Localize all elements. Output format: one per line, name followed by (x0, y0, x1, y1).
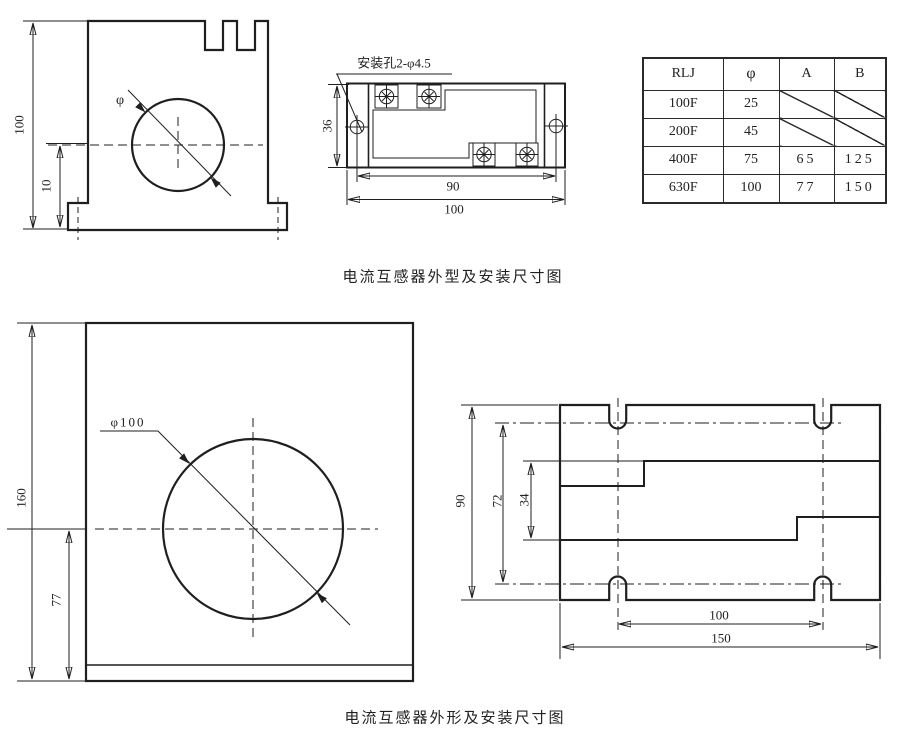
dim-label-f2-window: 34 (516, 493, 532, 507)
dim-label-f1-width: 100 (444, 201, 464, 217)
dim-label-f1-base-offset: 10 (38, 179, 54, 193)
dim-label-f1-height: 100 (11, 115, 27, 135)
table-row: 630F 100 77 150 (642, 173, 887, 204)
figure2-caption: 电流互感器外形及安装尺寸图 (344, 710, 566, 727)
cell-dim-b: 150 (833, 173, 887, 204)
dim-label-f1-hole-spacing: 90 (446, 178, 460, 194)
col-header-a: A (778, 57, 835, 91)
dim-label-f2-width: 150 (711, 630, 731, 646)
figure2-front-view-drawing (7, 321, 415, 683)
spec-table-header-row: RLJ φ A B (642, 57, 887, 91)
cell-dim-a: 77 (778, 173, 835, 204)
cell-model: 100F (642, 89, 724, 119)
figure1-top-view-drawing (328, 73, 568, 205)
empty-cell-slash (833, 89, 887, 119)
table-row: 100F 25 (642, 89, 887, 119)
col-header-model: RLJ (642, 57, 724, 91)
cell-model: 400F (642, 145, 724, 175)
figure1-front-view-drawing (23, 19, 289, 240)
table-row: 200F 45 (642, 117, 887, 147)
cell-dim-a: 65 (778, 145, 835, 175)
col-header-diameter: φ (722, 57, 780, 91)
cell-diameter: 100 (722, 173, 780, 204)
dim-label-f2-slot-v-spacing: 72 (489, 494, 505, 508)
dim-label-f1-depth: 36 (319, 119, 335, 133)
dim-label-f2-center-height: 77 (48, 593, 64, 607)
screw-terminal-icons (375, 85, 538, 166)
table-row: 400F 75 65 125 (642, 145, 887, 175)
hole-diameter-label: φ100 (110, 414, 146, 430)
empty-cell-slash (778, 89, 835, 119)
cell-diameter: 45 (722, 117, 780, 147)
figure1-caption: 电流互感器外型及安装尺寸图 (342, 269, 564, 286)
mounting-hole-icons (345, 114, 568, 139)
dim-label-f2-slot-h-spacing: 100 (709, 607, 729, 623)
empty-cell-slash (778, 117, 835, 147)
cell-model: 630F (642, 173, 724, 204)
diameter-symbol-label: φ (115, 93, 125, 108)
cell-model: 200F (642, 117, 724, 147)
cell-diameter: 25 (722, 89, 780, 119)
figure2-side-view-drawing (461, 398, 882, 659)
spec-table: RLJ φ A B 100F 25 200F 45 400F 75 65 125… (642, 57, 887, 204)
dim-label-f2-side-height: 90 (452, 494, 468, 508)
cell-diameter: 75 (722, 145, 780, 175)
cell-dim-b: 125 (833, 145, 887, 175)
dim-label-f2-height: 160 (13, 488, 29, 508)
col-header-b: B (833, 57, 887, 91)
empty-cell-slash (833, 117, 887, 147)
mount-hole-note: 安装孔2-φ4.5 (357, 55, 431, 71)
